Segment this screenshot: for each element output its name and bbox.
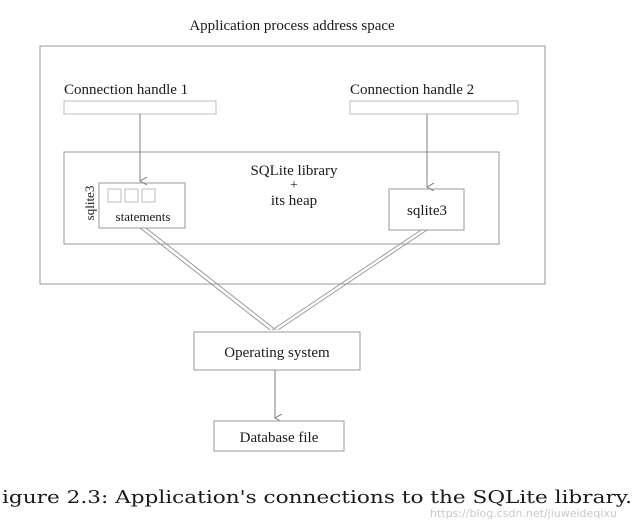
connection-handle-2-label: Connection handle 2 (350, 82, 474, 98)
operating-system-box (193, 331, 361, 371)
statements-label: statements (116, 209, 171, 224)
left-sqlite3-vertical-label: sqlite3 (82, 186, 97, 221)
right-sqlite3-box (388, 188, 465, 231)
database-file-box (213, 420, 345, 452)
statement-slot-1 (107, 188, 122, 203)
address-space-title: Application process address space (189, 18, 395, 34)
sqlite-library-label: SQLite library (250, 163, 338, 179)
right-sqlite3-label: sqlite3 (407, 203, 447, 219)
statement-slot-3 (141, 188, 156, 203)
operating-system-label: Operating system (224, 345, 330, 361)
database-file-label: Database file (240, 430, 319, 446)
sqlite-library-plus: + (290, 178, 298, 193)
left-connection-to-os-link (139, 227, 277, 331)
figure-caption: igure 2.3: Application's connections to … (2, 487, 632, 508)
sqlite-library-heap-label: its heap (271, 193, 317, 209)
connection-handle-2-bar (349, 100, 519, 115)
watermark: https://blog.csdn.net/jiuweideqixu (430, 507, 617, 520)
right-connection-to-os-link (271, 229, 428, 331)
statement-slot-2 (124, 188, 139, 203)
connection-handle-1-bar (63, 100, 217, 115)
connection-handle-1-label: Connection handle 1 (64, 82, 188, 98)
